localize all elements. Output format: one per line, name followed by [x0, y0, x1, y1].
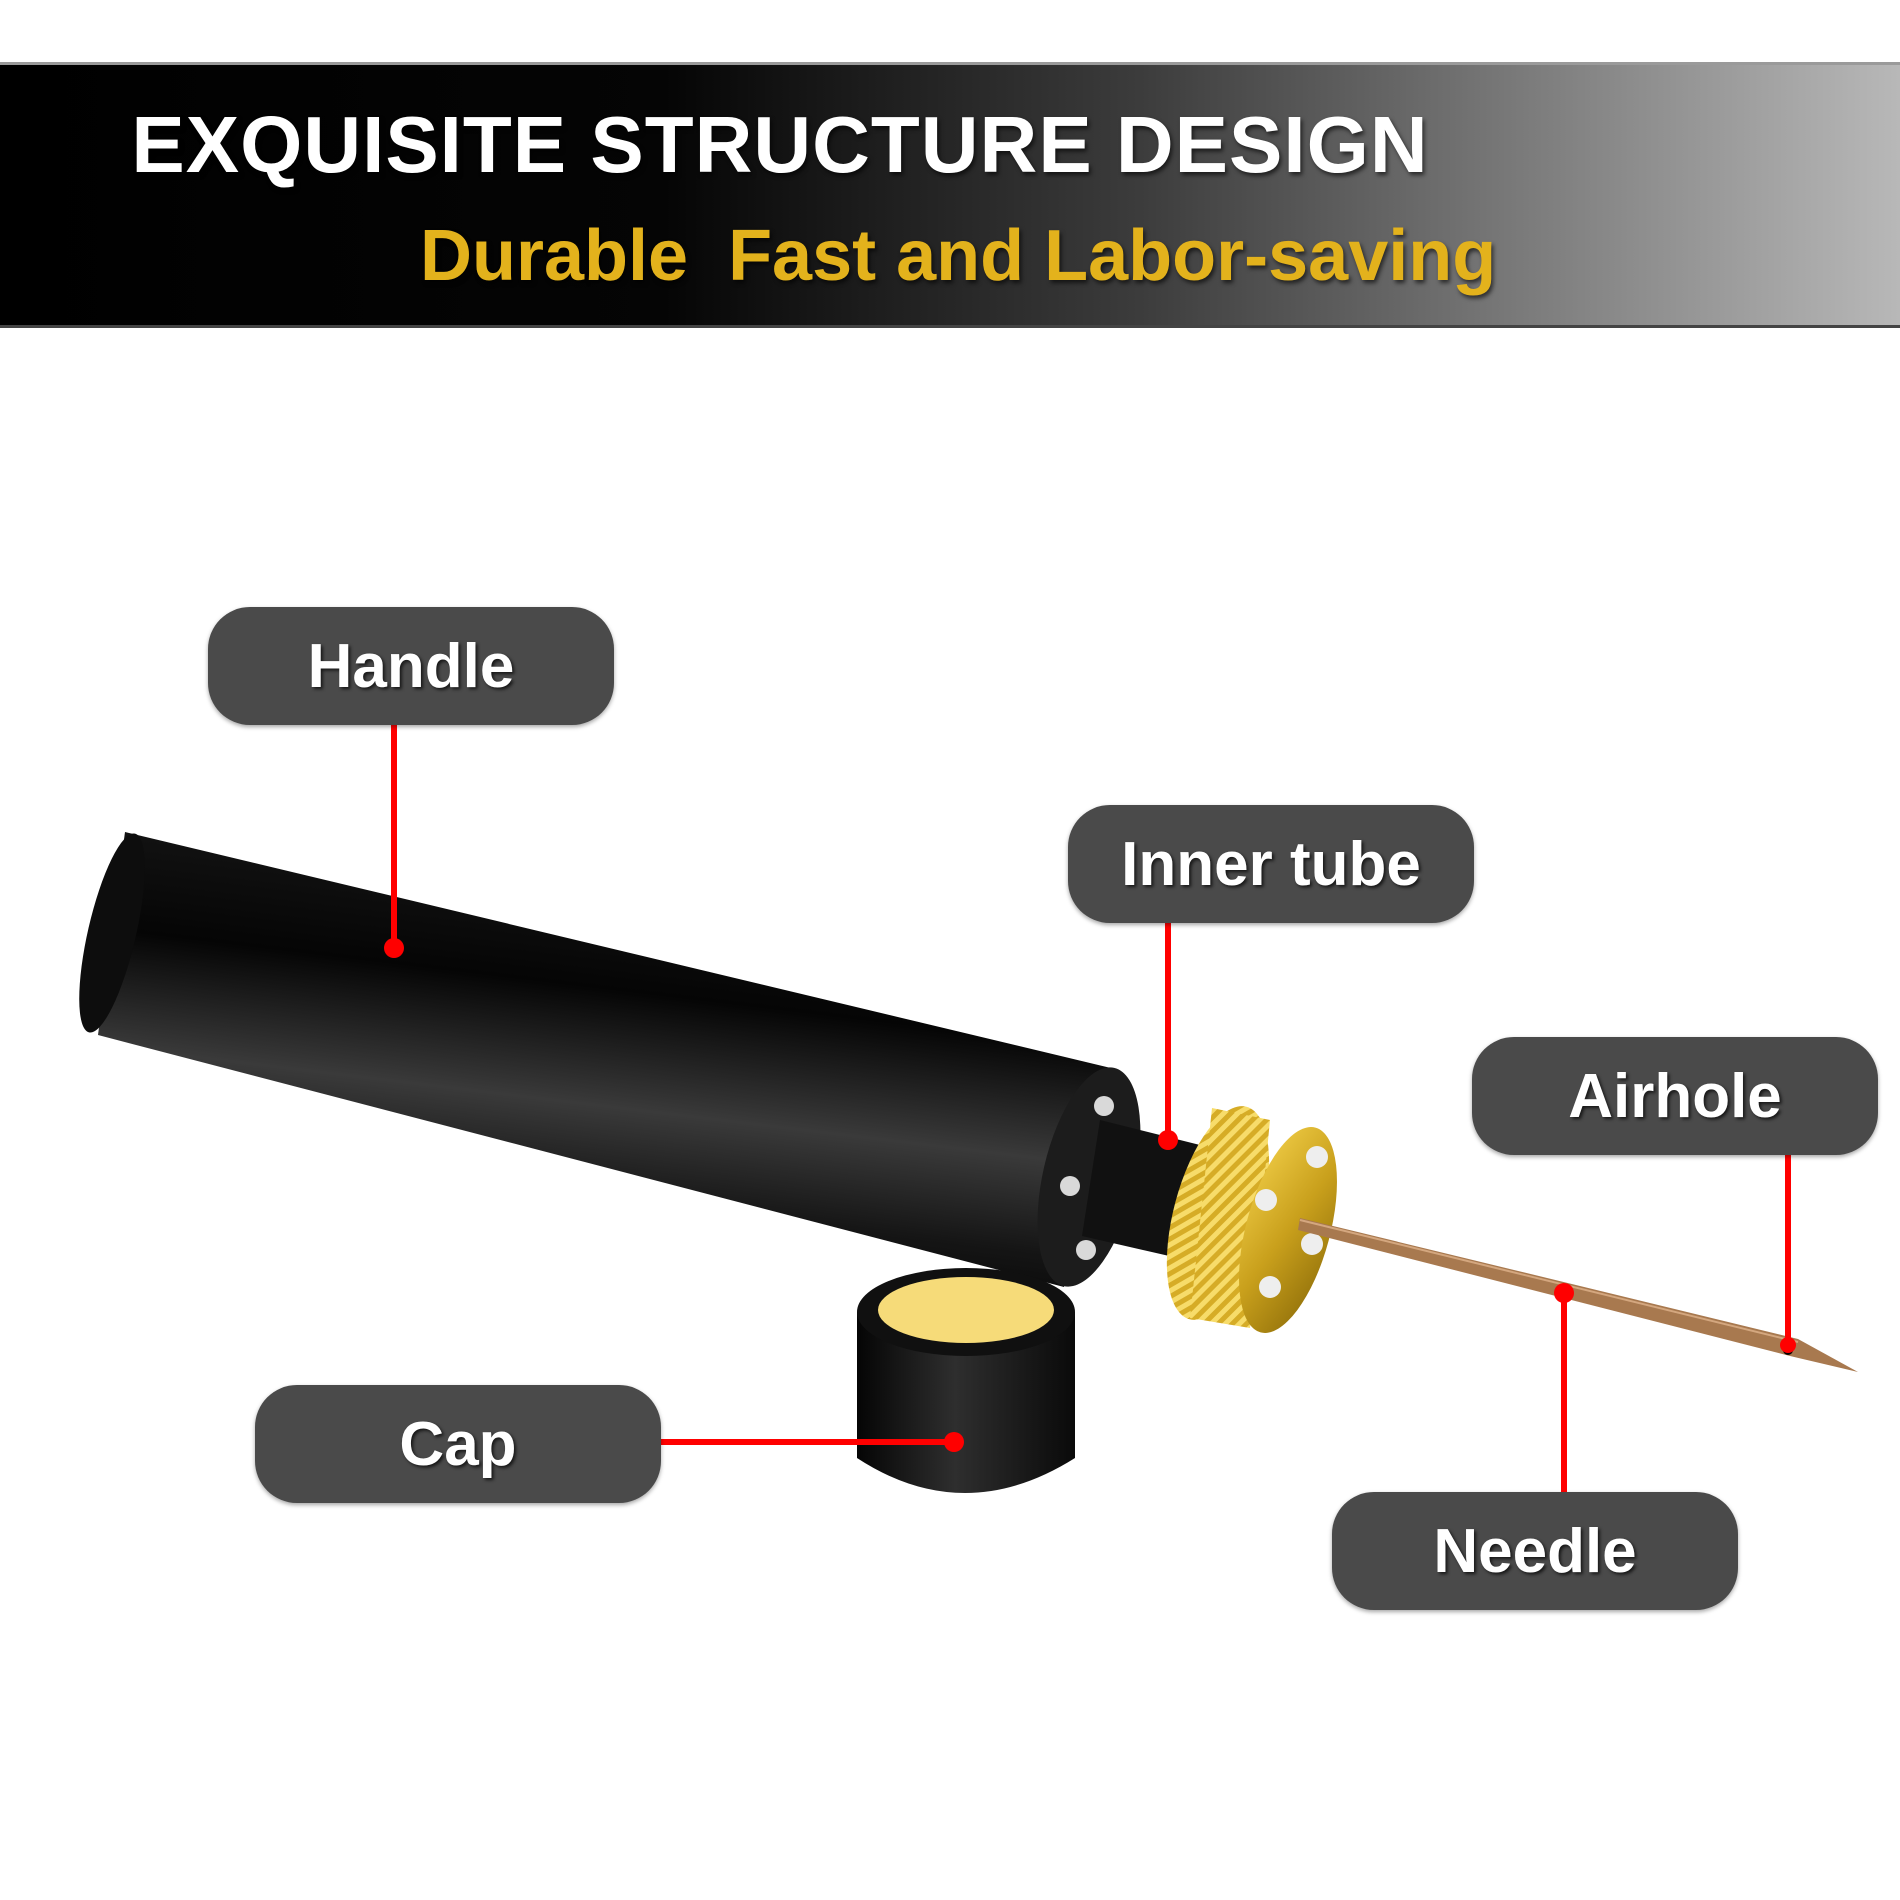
brass-knob — [1166, 1106, 1337, 1333]
pointer-inner-tube — [1158, 901, 1178, 1150]
needle-body — [1298, 1218, 1858, 1372]
label-handle: Handle — [208, 607, 614, 725]
knob-hole — [1259, 1276, 1281, 1298]
knob-hole — [1255, 1189, 1277, 1211]
label-cap: Cap — [255, 1385, 661, 1503]
handle-body — [79, 832, 1141, 1287]
banner-subtitle: Durable Fast and Labor-saving — [420, 216, 1497, 296]
handle-hole — [1076, 1240, 1096, 1260]
header-banner: EXQUISITE STRUCTURE DESIGN Durable Fast … — [0, 62, 1900, 328]
label-inner-tube: Inner tube — [1068, 805, 1474, 923]
handle-hole — [1094, 1096, 1114, 1116]
banner-title: EXQUISITE STRUCTURE DESIGN — [131, 100, 1429, 189]
inner-tube-body — [1082, 1120, 1200, 1258]
label-needle: Needle — [1332, 1492, 1738, 1610]
knob-hole — [1301, 1233, 1323, 1255]
pointer-airhole — [1779, 1122, 1797, 1353]
handle-hole — [1060, 1176, 1080, 1196]
label-airhole: Airhole — [1472, 1037, 1878, 1155]
cap-body — [857, 1268, 1075, 1493]
pointer-needle — [1554, 1283, 1574, 1514]
knob-hole — [1306, 1146, 1328, 1168]
